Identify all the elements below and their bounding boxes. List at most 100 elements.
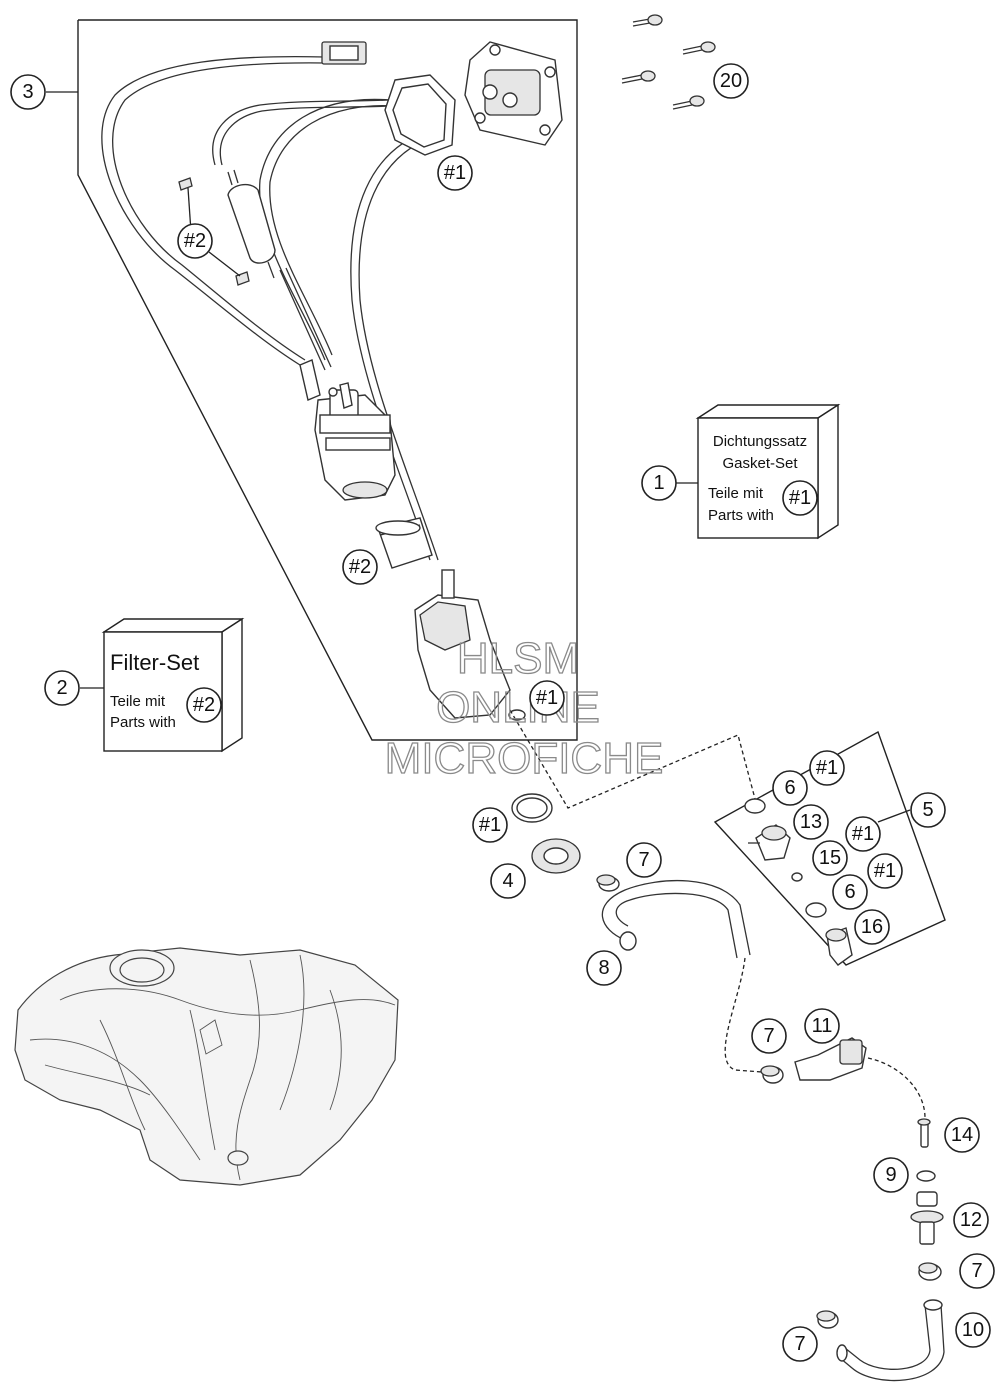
svg-text:16: 16 xyxy=(861,916,883,938)
callout-hash1-kit-c: #1 xyxy=(867,853,903,889)
svg-text:#2: #2 xyxy=(184,230,206,252)
gasket-set-box: Dichtungssatz Gasket-Set Teile mit Parts… xyxy=(676,403,841,540)
fuel-pump xyxy=(299,359,396,501)
hose-clamp-a xyxy=(596,874,620,892)
svg-text:#1: #1 xyxy=(479,814,501,836)
callout-15: 15 xyxy=(812,840,848,876)
callout-hash1-flange: #1 xyxy=(437,155,473,191)
connector-13 xyxy=(748,824,791,861)
svg-text:10: 10 xyxy=(962,1319,984,1341)
hose-clamp-b xyxy=(760,1065,784,1084)
svg-text:#1: #1 xyxy=(789,487,811,509)
gasket-box-ref: #1 xyxy=(782,480,818,516)
watermark-line3: MICROFICHE xyxy=(385,734,664,783)
o-ring-6a xyxy=(744,798,766,814)
callout-hash1-kit-a: #1 xyxy=(809,750,845,786)
gasket-box-line3: Teile mit xyxy=(708,485,764,502)
callout-1: 1 xyxy=(641,465,677,501)
seal-ring xyxy=(511,793,553,823)
pin-14 xyxy=(917,1118,931,1148)
callout-hash2-filter: #2 xyxy=(177,223,213,259)
hose-clamp-c xyxy=(918,1262,942,1281)
svg-text:15: 15 xyxy=(819,847,841,869)
filter-box-title: Filter-Set xyxy=(110,650,199,675)
gasket-box-line2: Gasket-Set xyxy=(722,455,798,472)
svg-text:11: 11 xyxy=(812,1015,833,1037)
screw-1 xyxy=(632,14,663,27)
fuel-tank xyxy=(14,947,399,1186)
filter-box-line2: Parts with xyxy=(110,714,176,731)
svg-text:#1: #1 xyxy=(874,860,896,882)
callout-3: 3 xyxy=(10,74,46,110)
svg-text:13: 13 xyxy=(800,811,822,833)
quick-connector-11 xyxy=(794,1037,926,1119)
callout-9: 9 xyxy=(873,1157,909,1193)
seal-kit-parts xyxy=(744,798,853,966)
callout-hash1-seal: #1 xyxy=(472,807,508,843)
callout-13: 13 xyxy=(793,804,829,840)
callout-7b: 7 xyxy=(751,1018,787,1054)
callout-6b: 6 xyxy=(832,874,868,910)
callout-7c: 7 xyxy=(959,1253,995,1289)
o-ring-9 xyxy=(916,1170,936,1182)
svg-text:12: 12 xyxy=(960,1209,982,1231)
screw-2 xyxy=(682,41,716,55)
callout-6a: 6 xyxy=(772,770,808,806)
callout-4: 4 xyxy=(490,863,526,899)
callout-2: 2 xyxy=(44,670,80,706)
filter-set-box: Filter-Set Teile mit Parts with #2 xyxy=(80,617,245,753)
watermark-line2: ONLINE xyxy=(436,683,600,732)
hose-10 xyxy=(836,1299,945,1382)
callout-14: 14 xyxy=(944,1117,980,1153)
o-ring-15 xyxy=(791,872,803,882)
pump-flange xyxy=(464,41,563,146)
svg-text:20: 20 xyxy=(720,70,742,92)
screw-3 xyxy=(621,70,656,84)
filter-box-ref: #2 xyxy=(186,687,222,723)
svg-text:9: 9 xyxy=(885,1164,896,1186)
fitting-16 xyxy=(825,927,853,966)
svg-text:1: 1 xyxy=(653,472,664,494)
hose-8 xyxy=(601,879,763,1073)
svg-text:6: 6 xyxy=(844,881,855,903)
svg-text:3: 3 xyxy=(22,81,33,103)
o-ring-6b xyxy=(805,902,827,918)
svg-text:14: 14 xyxy=(951,1124,973,1146)
callout-hash2-sleeve: #2 xyxy=(342,549,378,585)
flange-gasket xyxy=(384,74,456,156)
gasket-box-line4: Parts with xyxy=(708,507,774,524)
callout-hash1-strainer: #1 xyxy=(529,680,565,716)
svg-text:6: 6 xyxy=(784,777,795,799)
callout-5: 5 xyxy=(910,792,946,828)
callout-7d: 7 xyxy=(782,1326,818,1362)
screws xyxy=(621,14,716,110)
watermark: HLSM ONLINE MICROFICHE xyxy=(384,633,664,783)
svg-text:7: 7 xyxy=(763,1025,774,1047)
svg-text:7: 7 xyxy=(794,1333,805,1355)
filter-box-line1: Teile mit xyxy=(110,693,166,710)
callout-20: 20 xyxy=(713,63,749,99)
watermark-line1: HLSM xyxy=(457,634,579,683)
svg-text:7: 7 xyxy=(638,849,649,871)
svg-text:4: 4 xyxy=(502,870,513,892)
svg-text:#1: #1 xyxy=(816,757,838,779)
svg-text:5: 5 xyxy=(922,799,933,821)
callout-11: 11 xyxy=(804,1008,840,1044)
svg-text:8: 8 xyxy=(598,957,609,979)
callout-8: 8 xyxy=(586,950,622,986)
svg-text:#2: #2 xyxy=(193,694,215,716)
callout-10: 10 xyxy=(955,1312,991,1348)
pump-sleeve xyxy=(375,517,433,569)
svg-text:2: 2 xyxy=(56,677,67,699)
callout-12: 12 xyxy=(953,1202,989,1238)
svg-text:#1: #1 xyxy=(852,823,874,845)
svg-text:7: 7 xyxy=(971,1260,982,1282)
callout-16: 16 xyxy=(854,909,890,945)
callout-7a: 7 xyxy=(626,842,662,878)
svg-text:#1: #1 xyxy=(536,687,558,709)
electrical-connector xyxy=(321,41,367,65)
gasket-box-line1: Dichtungssatz xyxy=(713,433,807,450)
fuel-hoses-harness xyxy=(101,55,439,561)
screw-4 xyxy=(672,95,705,110)
